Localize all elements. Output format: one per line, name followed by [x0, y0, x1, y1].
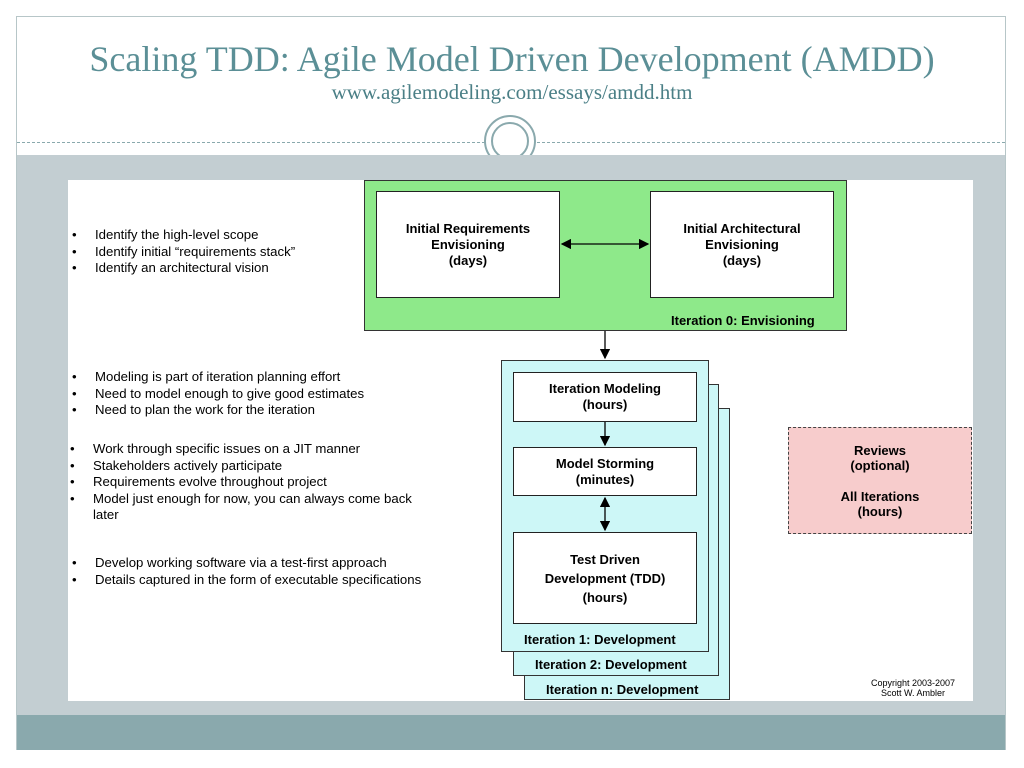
- list-item: Details captured in the form of executab…: [68, 572, 478, 589]
- reviews-title: Reviews: [853, 442, 907, 458]
- list-item: Modeling is part of iteration planning e…: [68, 369, 438, 386]
- list-item: Identify an architectural vision: [68, 260, 358, 277]
- list-item: Develop working software via a test-firs…: [68, 555, 478, 572]
- initial-requirements-box: Initial Requirements Envisioning (days): [376, 191, 560, 298]
- list-item: Requirements evolve throughout project: [66, 474, 431, 491]
- reviews-hours: (hours): [857, 503, 903, 519]
- bullets-model-storming: Work through specific issues on a JIT ma…: [66, 441, 431, 524]
- reviews-box: Reviews (optional) All Iterations (hours…: [788, 427, 972, 534]
- list-item: Identify the high-level scope: [68, 227, 358, 244]
- bullets-tdd: Develop working software via a test-firs…: [68, 555, 478, 588]
- copyright-years: Copyright 2003-2007: [870, 678, 956, 688]
- list-item: Identify initial “requirements stack”: [68, 244, 358, 261]
- iteration-1-label: Iteration 1: Development: [524, 632, 676, 647]
- iteration-2-label: Iteration 2: Development: [535, 657, 687, 672]
- tdd-box: Test Driven Development (TDD) (hours): [513, 532, 697, 624]
- list-item: Stakeholders actively participate: [66, 458, 431, 475]
- copyright: Copyright 2003-2007 Scott W. Ambler: [858, 678, 968, 698]
- list-item: Need to model enough to give good estima…: [68, 386, 438, 403]
- amdd-diagram: Initial Requirements Envisioning (days) …: [68, 180, 973, 701]
- initial-architecture-box: Initial Architectural Envisioning (days): [650, 191, 834, 298]
- bullets-envisioning: Identify the high-level scope Identify i…: [68, 227, 358, 277]
- bottom-band: [17, 715, 1005, 750]
- reviews-optional: (optional): [850, 457, 910, 473]
- model-storming-box: Model Storming (minutes): [513, 447, 697, 496]
- iteration0-label: Iteration 0: Envisioning: [671, 313, 815, 328]
- bullets-iteration-modeling: Modeling is part of iteration planning e…: [68, 369, 438, 419]
- connector-arrows: [560, 238, 650, 532]
- iteration-modeling-box: Iteration Modeling (hours): [513, 372, 697, 422]
- slide-title: Scaling TDD: Agile Model Driven Developm…: [89, 39, 935, 79]
- iteration-n-label: Iteration n: Development: [546, 682, 699, 697]
- list-item: Need to plan the work for the iteration: [68, 402, 438, 419]
- copyright-author: Scott W. Ambler: [880, 688, 946, 698]
- reviews-all-iterations: All Iterations: [840, 488, 920, 504]
- list-item: Model just enough for now, you can alway…: [66, 491, 431, 524]
- list-item: Work through specific issues on a JIT ma…: [66, 441, 431, 458]
- slide-subtitle: www.agilemodeling.com/essays/amdd.htm: [331, 80, 693, 104]
